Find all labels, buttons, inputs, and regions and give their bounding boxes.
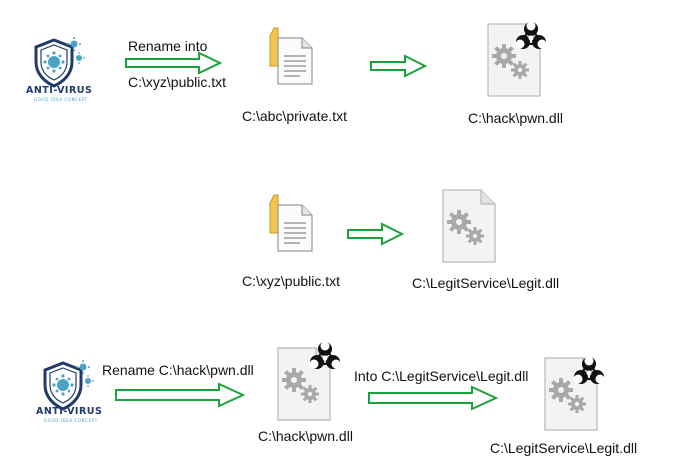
into-action-label: Into C:\LegitService\Legit.dll — [354, 368, 529, 384]
target-file-label: C:\LegitService\Legit.dll — [412, 275, 560, 291]
biohazard-icon — [308, 340, 342, 370]
antivirus-logo-tagline: GOOD IDEA CONCEPT — [44, 418, 98, 423]
middle-file-label: C:\hack\pwn.dll — [258, 428, 353, 444]
antivirus-logo-name: ANTI-VIRUS — [26, 85, 93, 96]
antivirus-shield-icon — [34, 35, 87, 88]
source-file-label: C:\xyz\public.txt — [242, 273, 341, 289]
antivirus-logo-tagline: GOOD IDEA CONCEPT — [34, 97, 88, 102]
text-file-icon — [269, 194, 313, 252]
hollow-right-arrow-icon — [370, 54, 428, 78]
biohazard-icon — [572, 355, 606, 385]
dll-gear-file-icon — [442, 189, 496, 263]
hollow-right-arrow-icon — [347, 222, 405, 246]
hollow-right-arrow-icon — [115, 382, 246, 408]
text-file-icon — [269, 27, 313, 85]
biohazard-icon — [514, 20, 548, 50]
antivirus-logo-name: ANTI-VIRUS — [36, 406, 103, 417]
target-file-label: C:\LegitService\Legit.dll — [490, 440, 638, 456]
target-file-label: C:\hack\pwn.dll — [468, 110, 563, 126]
rename-action-label: Rename C:\hack\pwn.dll — [102, 362, 254, 378]
hollow-right-arrow-icon — [125, 51, 223, 75]
hollow-right-arrow-icon — [368, 385, 499, 411]
rename-action-line2: C:\xyz\public.txt — [128, 74, 227, 90]
rename-action-line1: Rename into — [128, 38, 208, 54]
source-file-label: C:\abc\private.txt — [242, 108, 348, 124]
